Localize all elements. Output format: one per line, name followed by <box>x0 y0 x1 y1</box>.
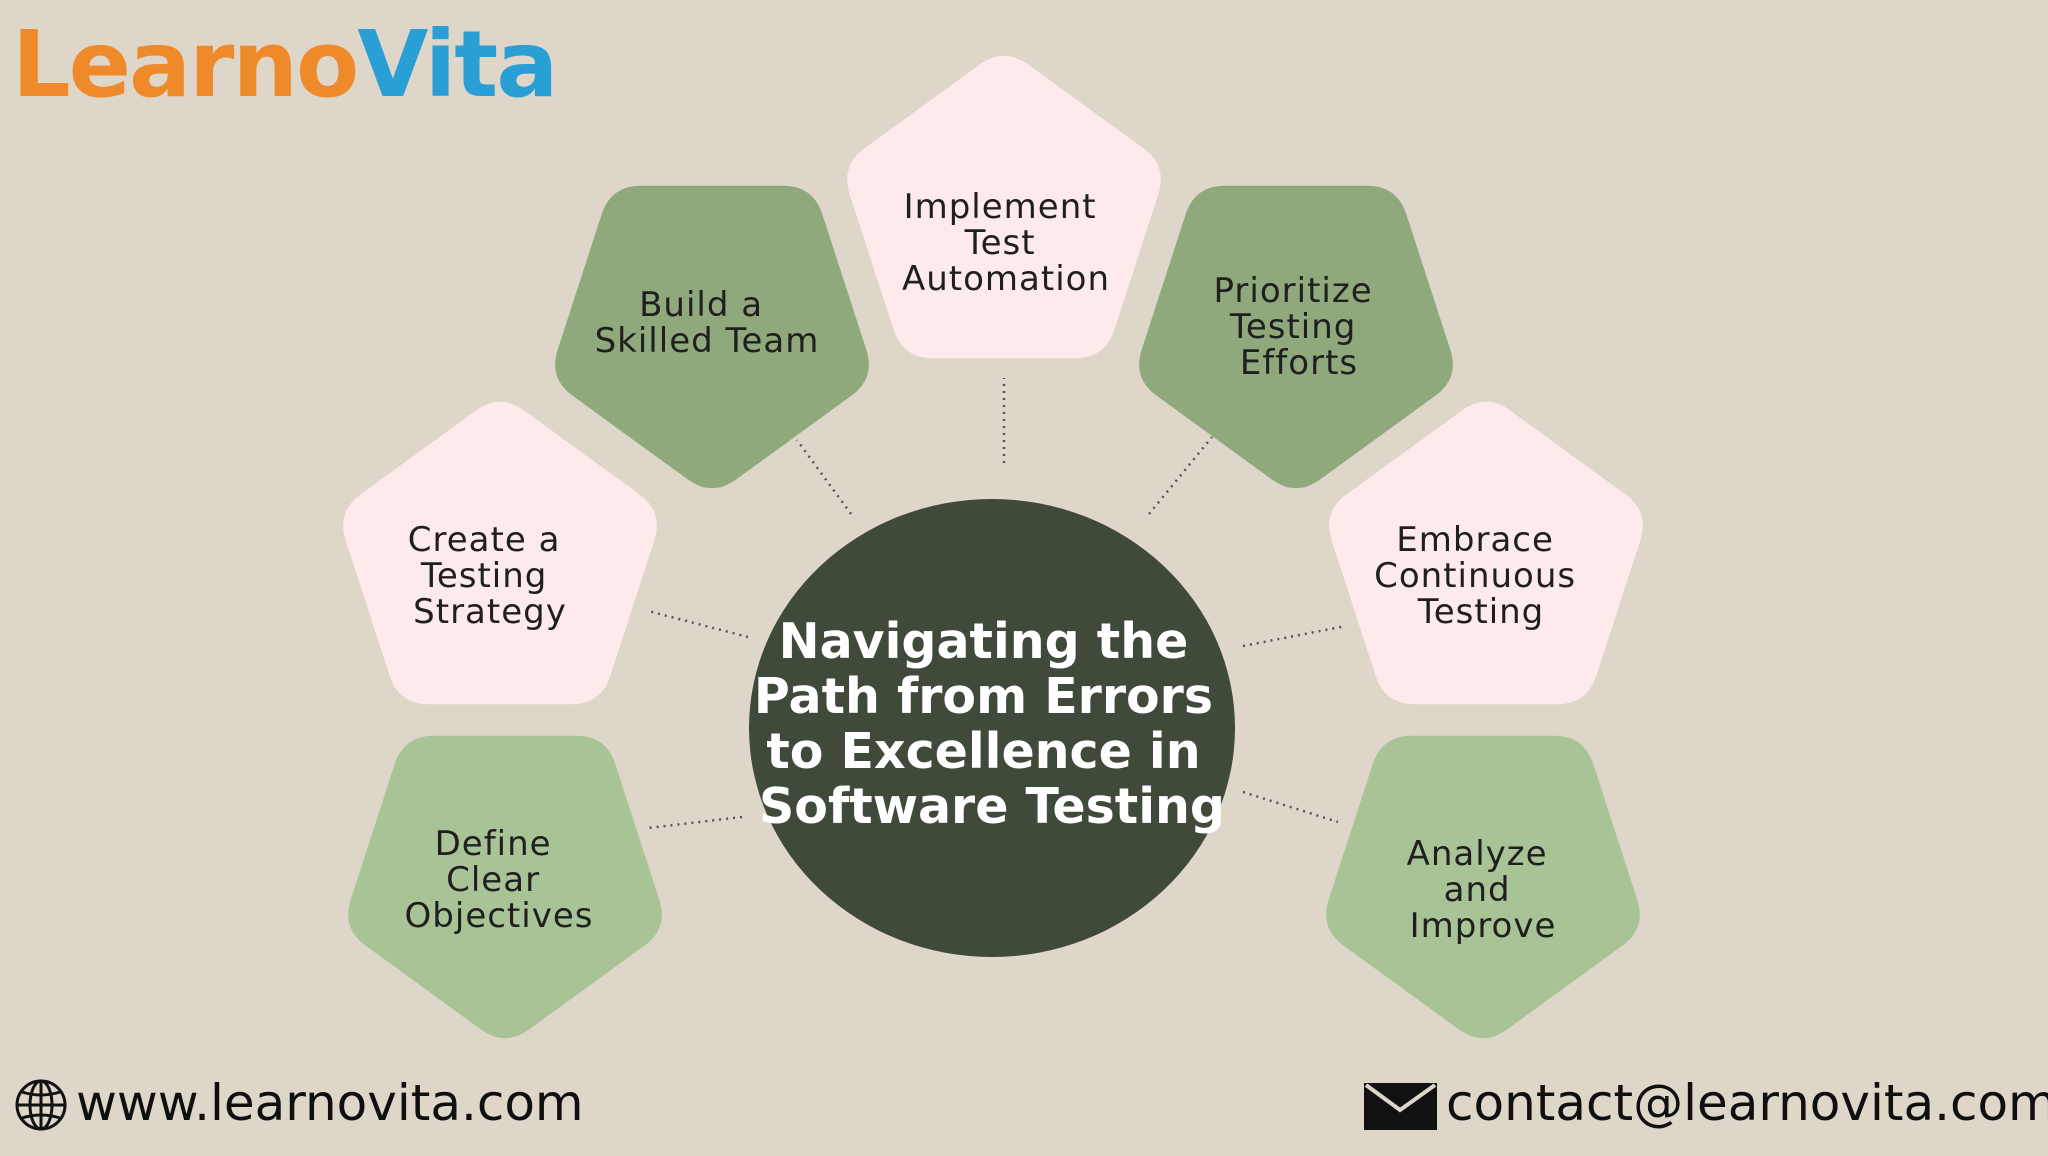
label-line: Objectives <box>405 896 594 936</box>
label-line: Build a <box>639 285 763 325</box>
node-labels: Define Clear Objectives Create a Testing… <box>405 187 1588 946</box>
connector-line <box>1148 436 1213 515</box>
label-line: Test <box>964 223 1036 263</box>
email-link[interactable]: contact@learnovita.com <box>1446 1074 2048 1132</box>
globe-icon <box>15 1079 67 1131</box>
center-hub: Navigating the Path from Errors to Excel… <box>749 499 1235 957</box>
center-circle <box>749 499 1235 957</box>
logo-part-vita: Vita <box>357 11 556 118</box>
pentagon-build-skilled-team <box>555 185 869 489</box>
connector-line <box>1242 624 1347 648</box>
connectors <box>647 378 1347 830</box>
label-line: Efforts <box>1240 343 1358 383</box>
label-line: Testing <box>1229 307 1357 347</box>
footer-email[interactable]: contact@learnovita.com <box>1364 1074 2048 1132</box>
node-label-create-testing-strategy: Create a Testing Strategy <box>408 520 572 632</box>
logo: LearnoVita <box>12 11 558 118</box>
label-line: Analyze <box>1407 834 1548 874</box>
pentagon-implement-test-automation <box>847 55 1161 359</box>
label-line: Improve <box>1410 906 1557 946</box>
label-line: Strategy <box>413 592 567 632</box>
label-line: Testing <box>420 556 548 596</box>
label-line: Testing <box>1417 592 1545 632</box>
node-label-build-skilled-team: Build a Skilled Team <box>595 285 820 361</box>
envelope-icon <box>1364 1083 1437 1130</box>
connector-line <box>1242 790 1339 824</box>
connector-line <box>795 439 853 515</box>
website-link[interactable]: www.learnovita.com <box>76 1074 584 1132</box>
pentagon-create-testing-strategy <box>343 401 657 705</box>
pentagon-shapes <box>343 55 1643 1039</box>
label-line: Skilled Team <box>595 321 820 361</box>
label-line: Define <box>435 824 552 864</box>
center-title-line: to Excellence in <box>766 723 1200 780</box>
connector-line <box>647 609 749 639</box>
label-line: and <box>1444 870 1511 910</box>
node-label-implement-test-automation: Implement Test Automation <box>902 187 1110 299</box>
logo-part-learno: Learno <box>12 11 357 118</box>
center-title-line: Software Testing <box>759 778 1225 835</box>
node-label-analyze-and-improve: Analyze and Improve <box>1407 834 1560 946</box>
label-line: Continuous <box>1374 556 1576 596</box>
label-line: Clear <box>446 860 540 900</box>
center-title-line: Navigating the <box>779 613 1189 670</box>
pentagon-prioritize-testing-efforts <box>1139 185 1453 489</box>
label-line: Create a <box>408 520 561 560</box>
node-label-prioritize-testing-efforts: Prioritize Testing Efforts <box>1214 271 1385 383</box>
center-title: Navigating the Path from Errors to Excel… <box>754 613 1230 835</box>
footer-website[interactable]: www.learnovita.com <box>15 1074 584 1132</box>
label-line: Prioritize <box>1214 271 1373 311</box>
label-line: Embrace <box>1396 520 1554 560</box>
pentagon-embrace-continuous-testing <box>1329 401 1643 705</box>
pentagon-define-clear-objectives <box>348 735 662 1039</box>
pentagon-analyze-and-improve <box>1326 735 1640 1039</box>
svg-text:LearnoVita: LearnoVita <box>12 11 556 118</box>
label-line: Automation <box>902 259 1110 299</box>
center-title-line: Path from Errors <box>754 668 1213 725</box>
node-label-define-clear-objectives: Define Clear Objectives <box>405 824 594 936</box>
node-label-embrace-continuous-testing: Embrace Continuous Testing <box>1374 520 1588 632</box>
label-line: Implement <box>904 187 1097 227</box>
connector-line <box>647 815 743 830</box>
